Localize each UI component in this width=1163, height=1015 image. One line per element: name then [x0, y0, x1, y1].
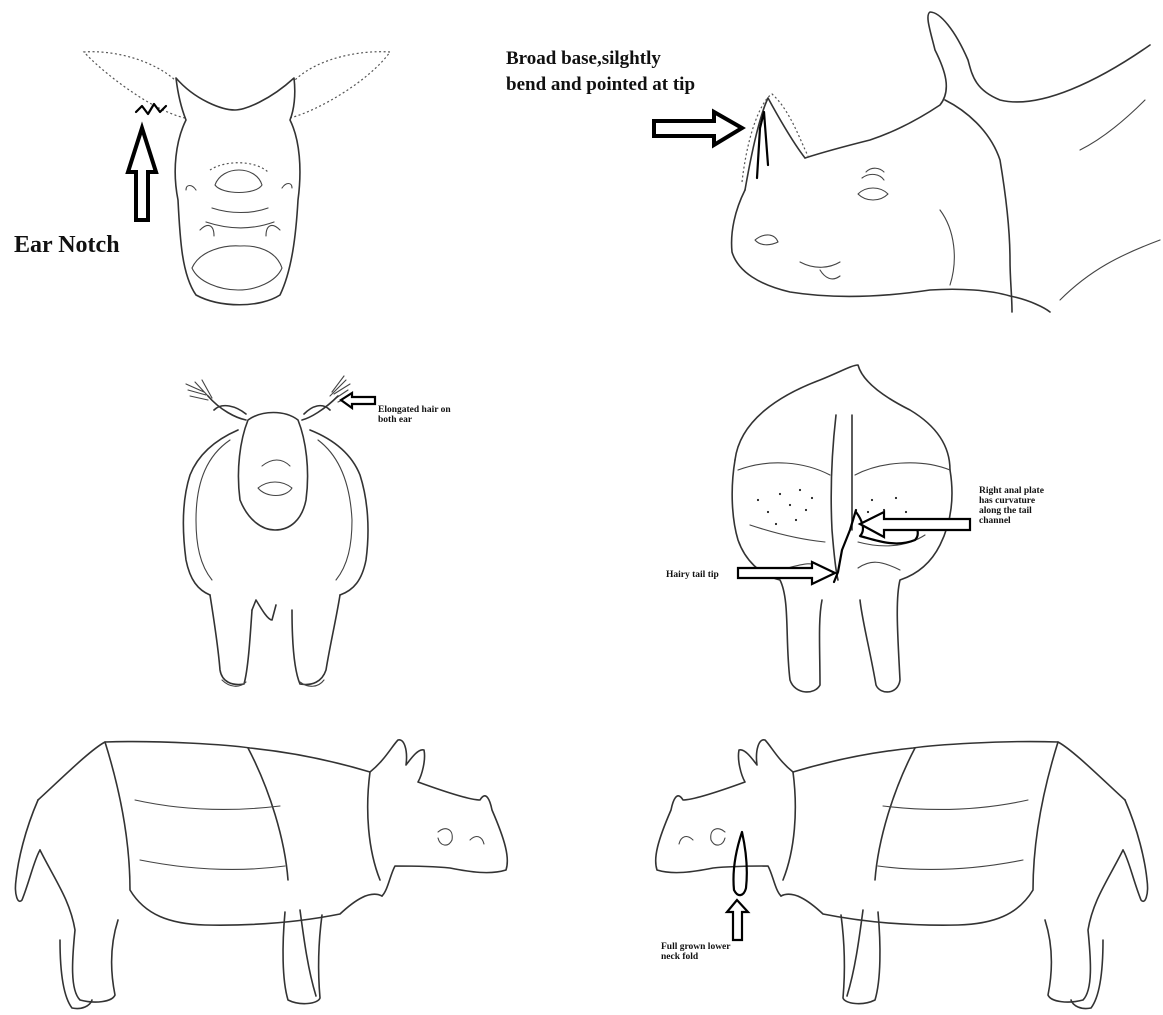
- horn-label-line: bend and pointed at tip: [506, 72, 695, 98]
- arrow-up-icon: [727, 900, 748, 940]
- horn-label-line: Broad base,silghtly: [506, 46, 695, 72]
- neck-fold-label-line: neck fold: [661, 952, 731, 962]
- front-head-drawing: [84, 52, 390, 305]
- side-body-right-drawing: [15, 740, 507, 1009]
- neck-fold-label: Full grown lower neck fold: [661, 942, 731, 962]
- tail-tip-label: Hairy tail tip: [666, 570, 719, 581]
- side-body-left-drawing: [656, 740, 1148, 1009]
- ear-notch-label: Ear Notch: [14, 232, 120, 260]
- arrow-right-icon: [738, 562, 835, 584]
- anal-plate-label-line: has curvature: [979, 496, 1044, 506]
- neck-fold-label-line: Full grown lower: [661, 942, 731, 952]
- arrow-left-icon: [860, 512, 970, 537]
- anal-plate-label-line: along the tail: [979, 506, 1044, 516]
- front-body-drawing: [183, 376, 375, 686]
- side-head-drawing: [654, 12, 1160, 312]
- anal-plate-label-line: Right anal plate: [979, 486, 1044, 496]
- anal-plate-label-line: channel: [979, 516, 1044, 526]
- arrow-left-icon: [341, 393, 375, 408]
- rear-body-drawing: [732, 365, 970, 692]
- horn-label: Broad base,silghtly bend and pointed at …: [506, 46, 695, 98]
- ear-hair-label-line: both ear: [378, 415, 451, 425]
- anal-plate-label: Right anal plate has curvature along the…: [979, 486, 1044, 526]
- arrow-right-icon: [654, 112, 742, 145]
- ear-hair-label-line: Elongated hair on: [378, 405, 451, 415]
- arrow-up-icon: [128, 128, 156, 220]
- ear-hair-label: Elongated hair on both ear: [378, 405, 451, 425]
